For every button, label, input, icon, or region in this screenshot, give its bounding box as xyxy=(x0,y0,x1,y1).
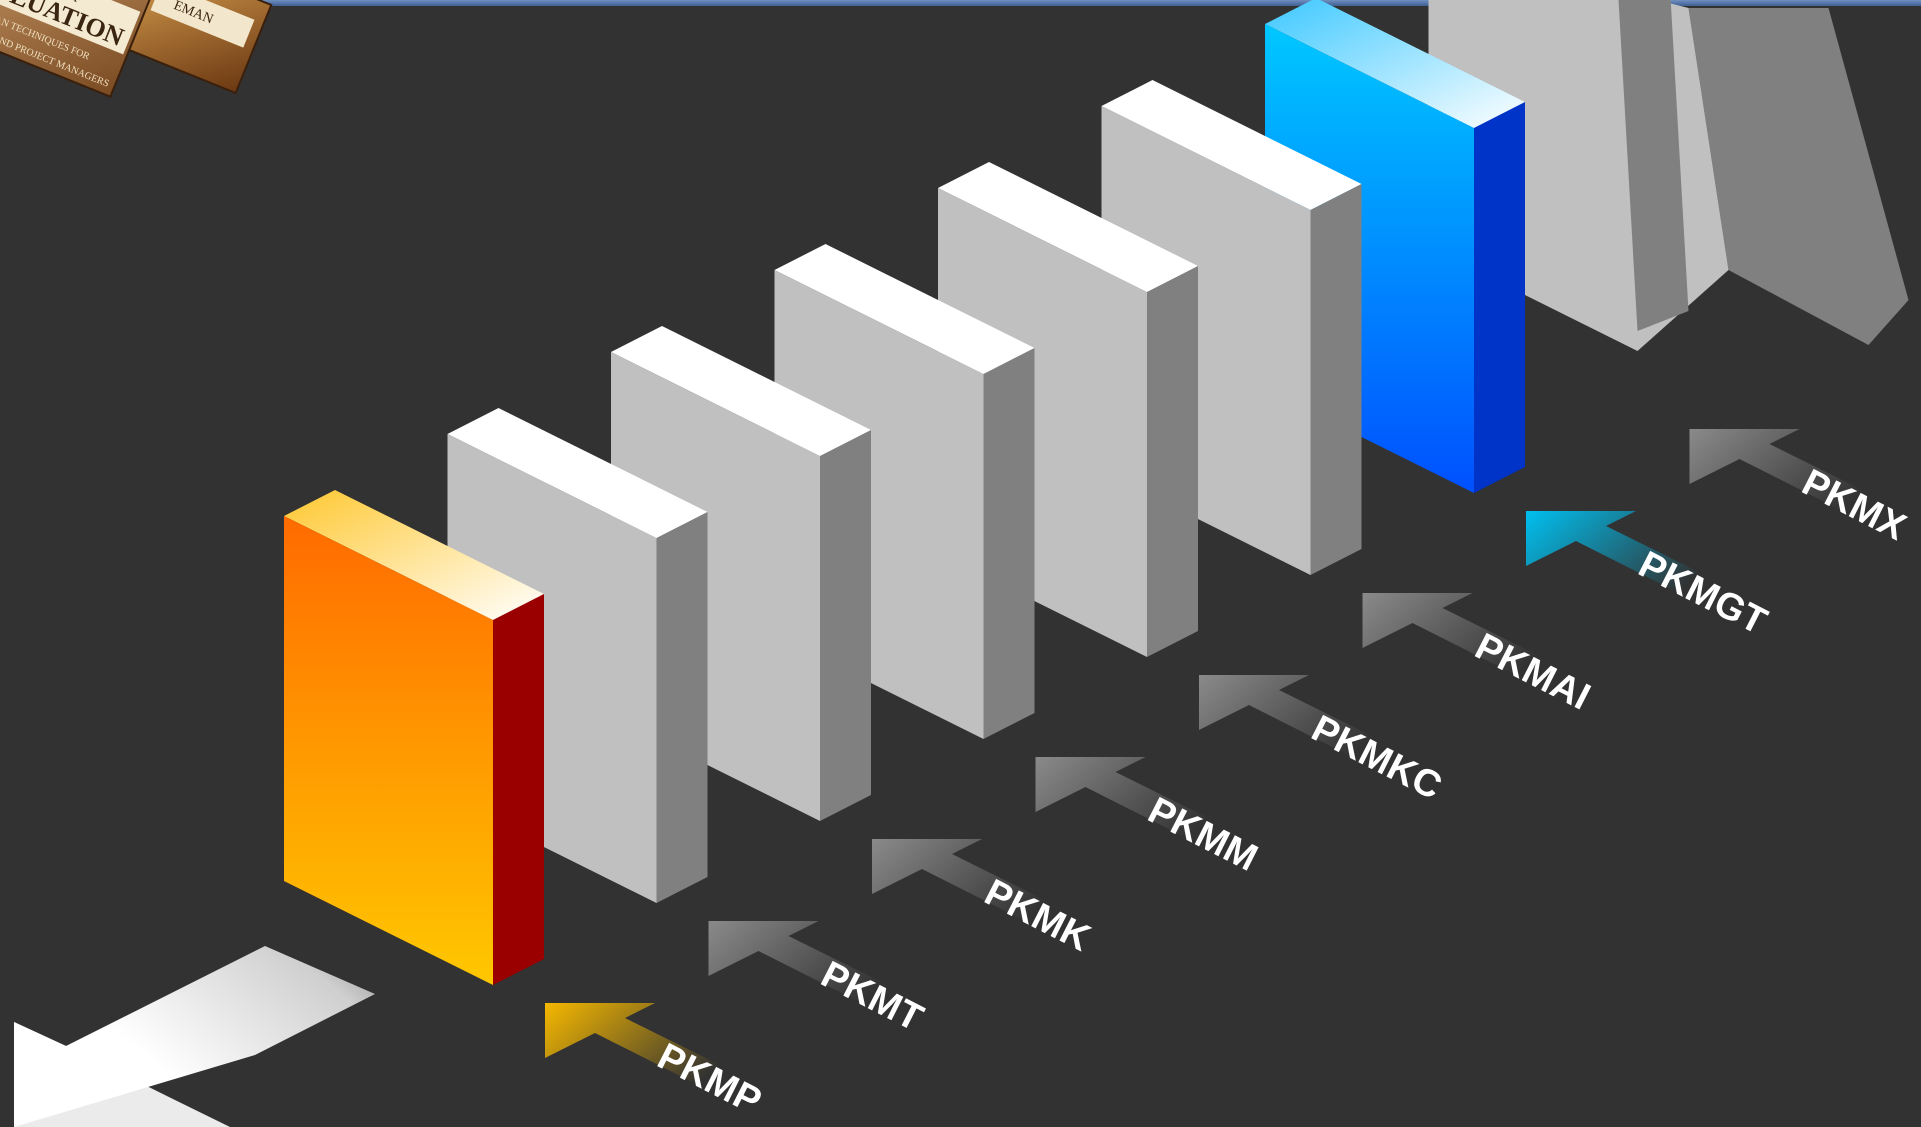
domino-side-face xyxy=(1474,102,1525,493)
step-label-pkmai: PKMAI xyxy=(1468,626,1596,719)
top-border-line xyxy=(260,0,1921,6)
domino-side-face xyxy=(983,348,1035,739)
step-arrow-pkmt: PKMT xyxy=(708,921,929,1040)
big-arrow-head xyxy=(14,1022,230,1127)
domino-top-face xyxy=(774,244,1035,374)
step-label-pkmt: PKMT xyxy=(814,954,929,1040)
arrow-shape xyxy=(708,921,904,1009)
domino-pkmx xyxy=(1428,0,1909,351)
domino-side-face xyxy=(1147,266,1198,657)
books-image: EMAN OF LUATION AN TECHNIQUES FOR M AND … xyxy=(0,0,273,99)
step-label-pkmp: PKMP xyxy=(651,1036,768,1123)
step-label-pkmk: PKMK xyxy=(978,872,1097,960)
domino-pkmt xyxy=(447,408,708,903)
step-arrow-pkmgt: PKMGT xyxy=(1526,511,1773,643)
domino-pkmm xyxy=(774,244,1035,739)
arrow-shape xyxy=(872,839,1067,927)
domino-fallen-edge xyxy=(1618,0,1689,331)
step-arrow-pkmp: PKMP xyxy=(545,1003,768,1123)
domino-top-face xyxy=(611,326,871,456)
step-arrow-pkmx: PKMX xyxy=(1689,429,1913,550)
book-front-line-1: OF xyxy=(63,0,84,6)
arrow-shape xyxy=(1362,593,1558,681)
step-label-pkmgt: PKMGT xyxy=(1632,544,1773,644)
domino-layer xyxy=(284,0,1909,985)
domino-side-face xyxy=(1310,184,1362,575)
step-label-pkmkc: PKMKC xyxy=(1305,708,1448,809)
domino-top-face xyxy=(284,490,544,620)
domino-top-face xyxy=(447,408,708,538)
domino-side-face xyxy=(493,594,544,985)
domino-top-face xyxy=(938,162,1198,292)
step-arrow-pkmm: PKMM xyxy=(1035,757,1264,880)
domino-front-face xyxy=(284,516,493,985)
arrow-shape xyxy=(1526,511,1721,599)
arrow-shape xyxy=(1199,675,1394,763)
domino-top-face xyxy=(1101,80,1362,210)
step-label-pkmm: PKMM xyxy=(1141,790,1264,880)
domino-pkmp xyxy=(284,490,544,985)
arrow-shape xyxy=(1035,757,1231,845)
step-arrow-pkmai: PKMAI xyxy=(1362,593,1597,719)
arrow-shape xyxy=(545,1003,740,1091)
arrow-shape xyxy=(1689,429,1885,517)
step-arrow-pkmk: PKMK xyxy=(872,839,1097,960)
domino-side-face xyxy=(820,430,871,821)
domino-top-face xyxy=(1265,0,1525,128)
domino-fallen-side xyxy=(1688,8,1909,345)
domino-side-face xyxy=(656,512,708,903)
step-arrow-pkmkc: PKMKC xyxy=(1199,675,1448,808)
step-label-pkmx: PKMX xyxy=(1795,462,1912,550)
